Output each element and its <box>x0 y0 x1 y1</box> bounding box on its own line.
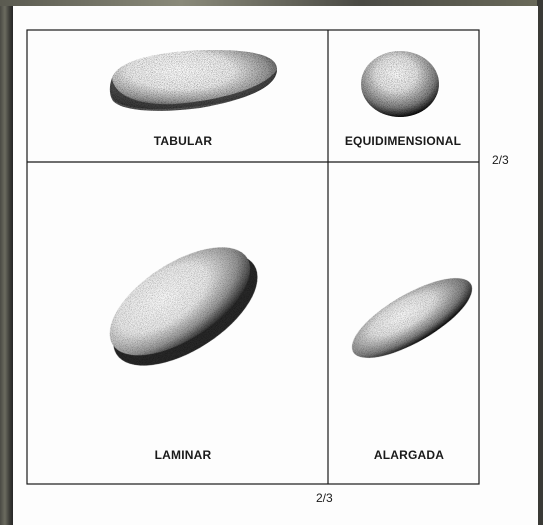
ratio-label-right: 2/3 <box>492 153 509 167</box>
label-equidimensional: EQUIDIMENSIONAL <box>345 134 461 148</box>
laminar-particle <box>90 225 275 388</box>
equidimensional-particle <box>361 51 439 117</box>
label-laminar: LAMINAR <box>155 448 212 462</box>
label-tabular: TABULAR <box>154 134 213 148</box>
alargada-particle <box>341 263 483 373</box>
ratio-label-bottom: 2/3 <box>316 491 333 505</box>
label-alargada: ALARGADA <box>374 448 444 462</box>
tabular-particle <box>110 50 277 111</box>
